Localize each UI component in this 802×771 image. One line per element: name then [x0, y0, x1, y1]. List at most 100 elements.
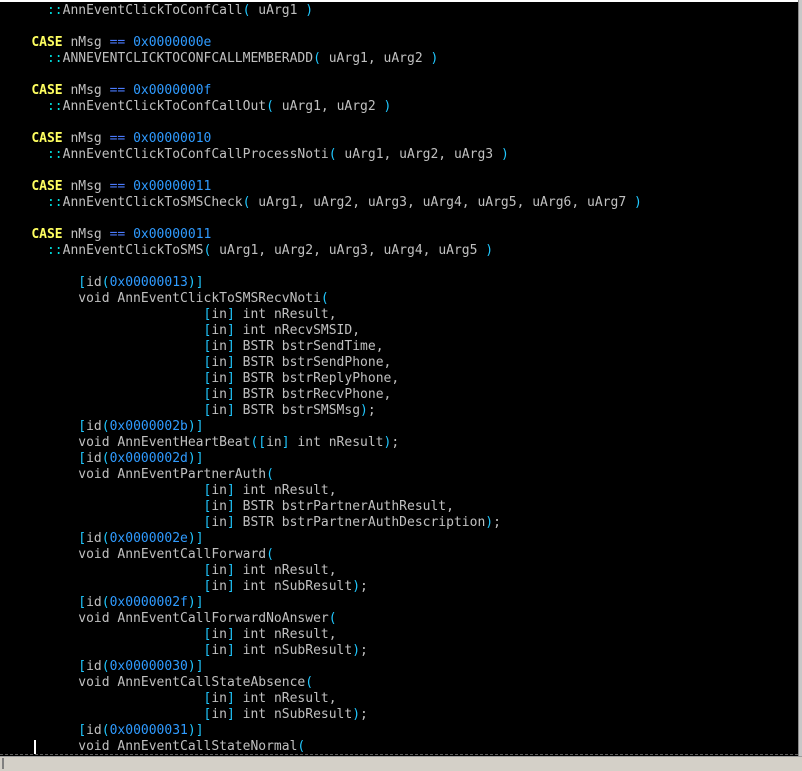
code-token: nMsg: [62, 35, 110, 50]
code-token: (: [266, 99, 274, 114]
code-token: ::: [46, 195, 63, 210]
code-token: (: [101, 419, 110, 434]
code-token: in: [211, 387, 227, 402]
code-token: CASE: [31, 35, 63, 50]
code-token: ): [187, 595, 196, 610]
code-line: void AnnEventHeartBeat([in] int nResult)…: [0, 435, 642, 451]
code-token: CASE: [31, 179, 63, 194]
code-token: ): [187, 531, 196, 546]
scrollbar-thumb[interactable]: [2, 758, 4, 769]
code-line: [id(0x00000030)]: [0, 659, 642, 675]
code-line: [in] BSTR bstrPartnerAuthResult,: [0, 499, 642, 515]
code-token: [: [203, 499, 212, 514]
code-token: ]: [226, 691, 235, 706]
code-line: void AnnEventClickToSMSRecvNoti(: [0, 291, 642, 307]
code-token: CASE: [31, 131, 63, 146]
code-token: [0, 179, 31, 194]
code-token: int nResult: [289, 435, 384, 450]
code-token: ]: [226, 643, 235, 658]
code-token: ==: [109, 35, 126, 50]
code-token: [: [203, 563, 212, 578]
code-token: [125, 83, 133, 98]
code-token: [0, 403, 204, 418]
code-token: ==: [109, 227, 126, 242]
code-token: uArg1, uArg2, uArg3, uArg4, uArg5, uArg6…: [250, 195, 634, 210]
code-token: in: [211, 627, 227, 642]
code-token: (: [305, 675, 314, 690]
code-token: BSTR bstrRecvPhone,: [234, 387, 392, 402]
code-token: [0, 627, 204, 642]
code-token: ]: [195, 451, 204, 466]
code-token: ]: [226, 323, 235, 338]
code-token: [0, 323, 204, 338]
code-token: [: [203, 627, 212, 642]
code-line: [in] int nRecvSMSID,: [0, 323, 642, 339]
code-token: ==: [109, 131, 126, 146]
code-token: void AnnEventClickToSMSRecvNoti: [0, 291, 321, 306]
code-line: ::AnnEventClickToConfCall( uArg1 ): [0, 3, 642, 19]
editor-top-border: [0, 0, 798, 2]
code-token: in: [211, 579, 227, 594]
code-token: void AnnEventCallStateNormal: [0, 739, 298, 754]
code-token: [0, 275, 78, 290]
code-token: 0x00000013: [109, 275, 188, 290]
code-token: [0, 691, 204, 706]
code-token: BSTR bstrPartnerAuthResult,: [234, 499, 454, 514]
code-token: [0, 707, 204, 722]
code-token: ]: [226, 387, 235, 402]
code-token: ::: [46, 3, 63, 18]
code-token: 0x0000002f: [109, 595, 188, 610]
code-token: [: [78, 531, 87, 546]
code-line: ::ANNEVENTCLICKTOCONFCALLMEMBERADD( uArg…: [0, 51, 642, 67]
code-token: ): [633, 195, 642, 210]
code-token: uArg1, uArg2: [320, 51, 431, 66]
code-editor[interactable]: ::AnnEventClickToConfCall( uArg1 ) CASE …: [0, 0, 799, 756]
code-line: [id(0x0000002e)]: [0, 531, 642, 547]
code-token: int nSubResult: [234, 579, 353, 594]
code-token: [: [78, 275, 87, 290]
code-token: 0x0000002d: [109, 451, 188, 466]
code-token: AnnEventClickToSMSCheck: [62, 195, 243, 210]
code-token: (: [266, 547, 274, 562]
code-line: [in] int nResult,: [0, 691, 642, 707]
code-token: [: [203, 403, 212, 418]
code-token: [: [203, 707, 212, 722]
code-token: in: [211, 371, 227, 386]
code-line: void AnnEventPartnerAuth(: [0, 467, 642, 483]
code-token: [0, 595, 78, 610]
horizontal-scrollbar[interactable]: [0, 756, 802, 771]
code-line: CASE nMsg == 0x0000000e: [0, 35, 642, 51]
current-line-indicator: [0, 754, 798, 755]
code-token: [0, 3, 47, 18]
code-line: [0, 163, 642, 179]
code-token: void AnnEventCallForwardNoAnswer: [0, 611, 329, 626]
code-token: (: [328, 147, 337, 162]
code-token: id: [86, 419, 102, 434]
code-token: [: [78, 659, 87, 674]
code-token: [: [203, 323, 212, 338]
code-token: ]: [226, 403, 235, 418]
code-line: CASE nMsg == 0x00000011: [0, 179, 642, 195]
code-line: [id(0x00000013)]: [0, 275, 642, 291]
code-token: [0, 339, 204, 354]
code-token: ]: [195, 531, 204, 546]
code-token: ): [187, 419, 196, 434]
code-token: nMsg: [62, 227, 110, 242]
code-token: ): [383, 99, 392, 114]
code-line: [in] int nSubResult);: [0, 707, 642, 723]
code-token: (: [297, 739, 306, 754]
code-token: BSTR bstrSendPhone,: [234, 355, 392, 370]
code-line: [in] BSTR bstrReplyPhone,: [0, 371, 642, 387]
code-token: [: [78, 419, 87, 434]
code-token: AnnEventClickToConfCallOut: [62, 99, 267, 114]
code-token: BSTR bstrPartnerAuthDescription: [234, 515, 486, 530]
code-line: [id(0x0000002f)]: [0, 595, 642, 611]
code-token: id: [86, 595, 102, 610]
code-token: [0, 51, 47, 66]
code-token: [: [258, 435, 267, 450]
code-line: [id(0x0000002b)]: [0, 419, 642, 435]
code-token: ]: [226, 355, 235, 370]
code-token: CASE: [31, 83, 63, 98]
code-token: ::: [46, 147, 63, 162]
text-cursor: [34, 740, 36, 754]
